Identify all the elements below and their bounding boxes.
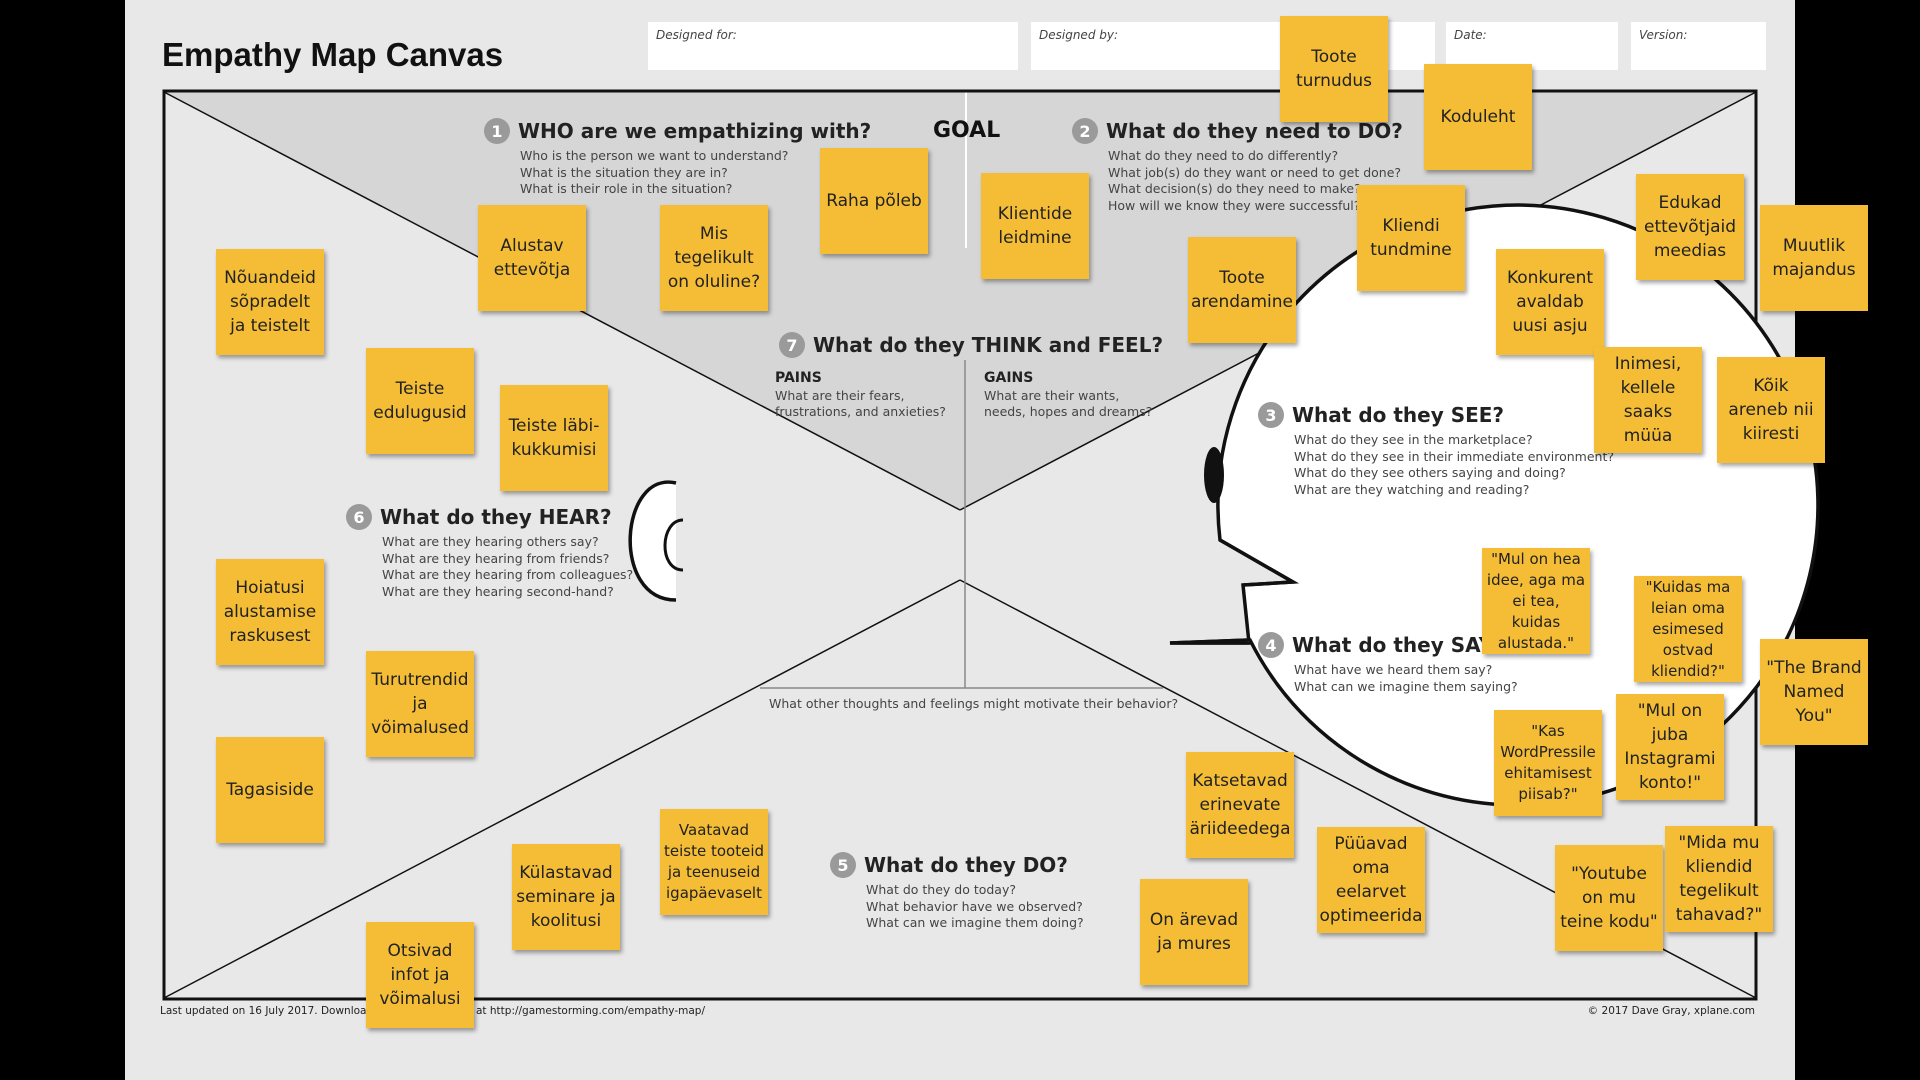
sticky-note[interactable]: Nõuandeid sõpradelt ja teistelt: [216, 249, 324, 355]
section-question: What are they hearing others say?: [382, 534, 599, 549]
gains-text: What are their wants,: [984, 388, 1120, 403]
section-question: What are they watching and reading?: [1294, 481, 1530, 497]
sticky-note[interactable]: Edukad ettevõtjaid meedias: [1636, 174, 1744, 280]
eye: [1204, 447, 1224, 503]
section-question: What job(s) do they want or need to get …: [1108, 164, 1402, 180]
sticky-note[interactable]: Tagasiside: [216, 737, 324, 843]
designed-by-label: Designed by:: [1039, 28, 1119, 42]
section-see: 3 What do they SEE? What do they see in t…: [1258, 402, 1614, 498]
section-question: What do they see in the marketplace?: [1294, 432, 1533, 447]
section-question: What do they see in their immediate envi…: [1294, 448, 1614, 464]
designed-for-label: Designed for:: [656, 28, 737, 42]
sticky-note[interactable]: Toote arendamine: [1188, 237, 1296, 343]
footer-copyright: © 2017 Dave Gray, xplane.com: [1587, 1005, 1755, 1017]
section-do: 5 What do they DO? What do they do today?…: [830, 852, 1084, 932]
pains-text: frustrations, and anxieties?: [775, 404, 946, 419]
goal-label: GOAL: [933, 118, 1001, 143]
section-question: What behavior have we observed?: [866, 898, 1083, 914]
section-question: What do they see others saying and doing…: [1294, 465, 1566, 480]
sticky-note[interactable]: Püüavad oma eelarvet optimeerida: [1317, 827, 1425, 933]
section-question: What are they hearing from colleagues?: [382, 567, 634, 582]
section-title: What do they HEAR?: [380, 505, 612, 529]
section-question: What are they hearing from friends?: [382, 550, 610, 566]
section-question: What do they need to do differently?: [1108, 148, 1339, 163]
sticky-note[interactable]: Vaatavad teiste tooteid ja teenuseid iga…: [660, 809, 768, 915]
section-question: What is the situation they are in?: [520, 164, 728, 180]
section-do-need: 2 What do they need to DO? What do they n…: [1072, 118, 1403, 214]
section-hear: 6 What do they HEAR? What are they hearin…: [346, 504, 633, 600]
designed-for-field[interactable]: Designed for:: [648, 22, 1018, 70]
section-title: What do they THINK and FEEL?: [813, 333, 1164, 357]
section-question: What decision(s) do they need to make?: [1108, 181, 1361, 196]
sticky-note[interactable]: Koduleht: [1424, 64, 1532, 170]
date-field[interactable]: Date:: [1446, 22, 1618, 70]
sticky-note[interactable]: Hoiatusi alustamise raskusest: [216, 559, 324, 665]
sticky-note[interactable]: Teiste edulugusid: [366, 348, 474, 454]
sticky-note[interactable]: Alustav ettevõtja: [478, 205, 586, 311]
section-number: 1: [484, 118, 510, 144]
gains-text: needs, hopes and dreams?: [984, 404, 1153, 419]
section-number: 5: [830, 852, 856, 878]
sticky-note[interactable]: On ärevad ja mures: [1140, 879, 1248, 985]
sticky-note[interactable]: Raha põleb: [820, 148, 928, 254]
section-question: What do they do today?: [866, 882, 1016, 897]
sticky-note[interactable]: "Mul on juba Instagrami konto!": [1616, 694, 1724, 800]
pains-text: What are their fears,: [775, 388, 905, 403]
pains-block: PAINS What are their fears, frustrations…: [775, 370, 946, 420]
sticky-note[interactable]: Klientide leidmine: [981, 173, 1089, 279]
section-question: What are they hearing second-hand?: [382, 583, 614, 599]
sticky-note[interactable]: Külastavad seminare ja koolitusi: [512, 844, 620, 950]
sticky-note[interactable]: "Mul on hea idee, aga ma ei tea, kuidas …: [1482, 548, 1590, 654]
sticky-note[interactable]: "Youtube on mu teine kodu": [1555, 845, 1663, 951]
section-title: What do they SEE?: [1292, 403, 1505, 427]
section-title: WHO are we empathizing with?: [518, 119, 872, 143]
section-title: What do they SAY?: [1292, 633, 1505, 657]
section-number: 4: [1258, 632, 1284, 658]
section-number: 6: [346, 504, 372, 530]
section-number: 3: [1258, 402, 1284, 428]
section-question: What can we imagine them saying?: [1294, 678, 1518, 694]
sticky-note[interactable]: Katsetavad erinevate äriideedega: [1186, 752, 1294, 858]
section-number: 2: [1072, 118, 1098, 144]
footer-left: Last updated on 16 July 2017. Download: [160, 1005, 374, 1017]
pains-label: PAINS: [775, 370, 822, 386]
page-title: Empathy Map Canvas: [162, 36, 504, 73]
date-label: Date:: [1454, 28, 1487, 42]
sticky-note[interactable]: Muutlik majandus: [1760, 205, 1868, 311]
sticky-note[interactable]: "Kuidas ma leian oma esimesed ostvad kli…: [1634, 576, 1742, 682]
section-question: What have we heard them say?: [1294, 662, 1493, 677]
footer-link[interactable]: at http://gamestorming.com/empathy-map/: [476, 1005, 705, 1017]
section-say: 4 What do they SAY? What have we heard th…: [1258, 632, 1518, 695]
section-title: What do they need to DO?: [1106, 119, 1403, 143]
gains-block: GAINS What are their wants, needs, hopes…: [984, 370, 1152, 420]
sticky-note[interactable]: Kliendi tundmine: [1357, 185, 1465, 291]
sticky-note[interactable]: Teiste läbi-kukkumisi: [500, 385, 608, 491]
sticky-note[interactable]: Konkurent avaldab uusi asju: [1496, 249, 1604, 355]
sticky-note[interactable]: Inimesi, kellele saaks müüa: [1594, 347, 1702, 453]
sticky-note[interactable]: Toote turnudus: [1280, 16, 1388, 122]
version-field[interactable]: Version:: [1631, 22, 1766, 70]
sticky-note[interactable]: Otsivad infot ja võimalusi: [366, 922, 474, 1028]
version-label: Version:: [1639, 28, 1688, 42]
section-question: Who is the person we want to understand?: [520, 148, 789, 163]
sticky-note[interactable]: "Mida mu kliendid tegelikult tahavad?": [1665, 826, 1773, 932]
sticky-note[interactable]: Turutrendid ja võimalused: [366, 651, 474, 757]
section-think-feel: 7 What do they THINK and FEEL?: [779, 332, 1163, 358]
diagonal-bottom-left: [163, 579, 961, 999]
sticky-note[interactable]: "Kas WordPressile ehitamisest piisab?": [1494, 710, 1602, 816]
gains-label: GAINS: [984, 370, 1034, 386]
sticky-note[interactable]: Kõik areneb nii kiiresti: [1717, 357, 1825, 463]
sticky-note[interactable]: Mis tegelikult on oluline?: [660, 205, 768, 311]
section-question: How will we know they were successful?: [1108, 197, 1361, 213]
section-title: What do they DO?: [864, 853, 1068, 877]
section-number: 7: [779, 332, 805, 358]
section-who: 1 WHO are we empathizing with? Who is the…: [484, 118, 871, 198]
section-question: What can we imagine them doing?: [866, 915, 1084, 930]
motivation-text: What other thoughts and feelings might m…: [769, 696, 1179, 711]
section-question: What is their role in the situation?: [520, 181, 733, 196]
ear: [628, 480, 677, 602]
sticky-note[interactable]: "The Brand Named You": [1760, 639, 1868, 745]
